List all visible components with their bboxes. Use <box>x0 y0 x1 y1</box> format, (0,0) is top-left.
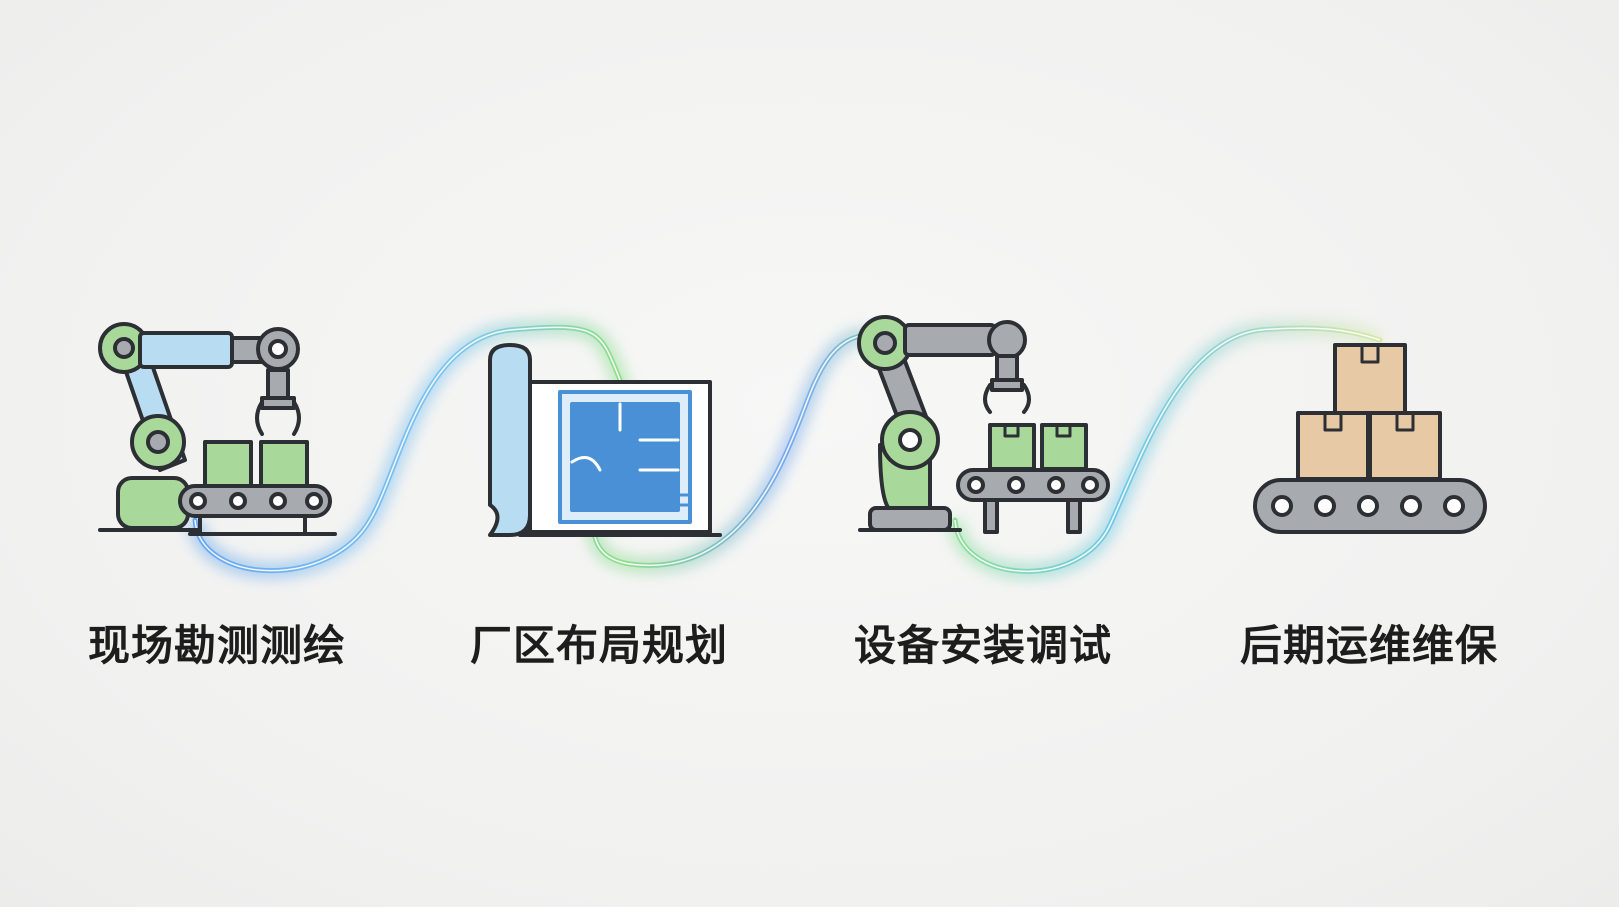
floor-plan-blueprint-icon <box>488 343 722 537</box>
step-3-label: 设备安装调试 <box>853 621 1112 670</box>
step-4-label: 后期运维维保 <box>1239 621 1498 670</box>
robot-arm-assembly-icon <box>857 315 1110 534</box>
step-2-label: 厂区布局规划 <box>469 621 728 670</box>
flow-connector <box>187 319 1383 580</box>
boxes-conveyor-icon <box>1253 343 1487 534</box>
robot-arm-conveyor-icon <box>98 322 337 536</box>
step-1-label: 现场勘测测绘 <box>87 621 346 670</box>
